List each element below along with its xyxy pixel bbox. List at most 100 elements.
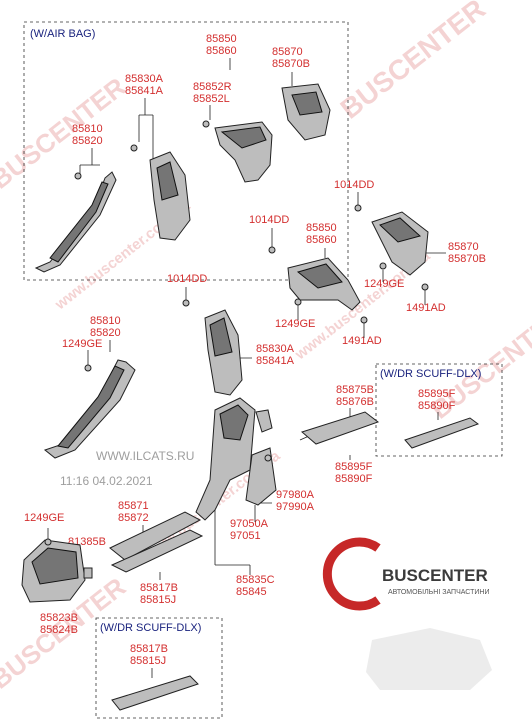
part-number[interactable]: 85895F [418,388,456,400]
part-number[interactable]: 1014DD [167,273,207,285]
airbag-group-frame [23,21,349,281]
pillar-trim-upper-shade [291,91,323,116]
mid-right-parts [185,192,446,338]
part-number[interactable]: 85810 [72,123,103,135]
front-scuff-plate [109,511,202,561]
screw-icon [379,262,387,270]
part-number[interactable]: 85845 [236,586,267,598]
part-number[interactable]: 85870B [272,58,310,70]
part-number[interactable]: 85841A [125,85,164,97]
fastener-icon [83,567,93,579]
part-number[interactable]: 85875B [336,384,374,396]
screw-icon [354,204,362,212]
part-number[interactable]: 85860 [206,45,237,57]
scuff-dlx-right-label: (W/DR SCUFF-DLX) [380,368,481,380]
part-number[interactable]: 85810 [90,315,121,327]
pillar-lower-cover [245,447,277,506]
timestamp-stamp: WWW.ILCATS.RU 11:16 04.02.2021 [60,449,194,488]
logo-ring-icon [322,537,381,611]
part-number[interactable]: 97980A [276,489,315,501]
airbag-group-label: (W/AIR BAG) [30,28,95,40]
part-number[interactable]: 97050A [230,518,269,530]
scuff-dlx-right-frame [375,363,503,457]
part-number[interactable]: 85815J [140,594,176,606]
screw-icon [44,538,52,546]
part-number[interactable]: 1249GE [24,512,64,524]
part-number[interactable]: 85820 [90,327,121,339]
part-number[interactable]: 85876B [336,396,374,408]
airbag-labels: 85850 85860 85870 85870B 85830A 85841A 8… [72,33,310,147]
clip-icon [421,283,429,291]
center-pillar-trim-shade [156,161,179,201]
kick-panel-shade [31,547,79,585]
pillar-trim-lower-shade [220,126,267,149]
airbag-group: (W/AIR BAG) [23,21,349,281]
scuff-dlx-bottom-label: (W/DR SCUFF-DLX) [100,622,201,634]
part-number[interactable]: 85852L [193,93,230,105]
part-number[interactable]: 85872 [118,512,149,524]
front-pillar-trim-shade [49,181,109,263]
center-lower-labels: 97980A 97990A 97050A 97051 85871 85872 1… [24,489,315,636]
logo-name: BUSCENTER [382,566,488,585]
part-number[interactable]: 85841A [256,355,295,367]
scuff-dlx-right-group: (W/DR SCUFF-DLX) 85895F 85890F [375,363,503,457]
part-number[interactable]: 85852R [193,81,232,93]
airbag-parts [34,58,331,273]
scuff-dlx-bottom-frame [95,617,223,719]
scuff-plate-dlx-front [111,675,199,711]
scuff-plate-rear [300,411,380,445]
part-number[interactable]: 85895F [335,461,373,473]
part-number[interactable]: 1249GE [62,338,102,350]
part-number[interactable]: 85830A [256,343,295,355]
screw-icon [84,364,92,372]
clip-icon [202,120,210,128]
center-pillar-trim-b-shade [209,317,233,357]
seat-belt-cover [255,409,273,433]
part-number[interactable]: 1014DD [334,179,374,191]
part-number[interactable]: 85871 [118,500,149,512]
screw-icon [268,246,276,254]
part-number[interactable]: 97990A [276,501,315,513]
part-number[interactable]: 85830A [125,73,164,85]
front-scuff-strip [110,529,204,573]
part-number[interactable]: 1491AD [342,335,382,347]
part-number[interactable]: 85817B [140,582,178,594]
clip-icon [74,172,82,180]
part-number[interactable]: 1249GE [364,278,404,290]
stamp-time: 11:16 04.02.2021 [60,474,153,488]
part-number[interactable]: 85850 [306,222,337,234]
part-number[interactable]: 85820 [72,135,103,147]
clip-icon [130,144,138,152]
part-number[interactable]: 1249GE [275,318,315,330]
center-lower-parts [21,397,277,603]
part-number[interactable]: 85850 [206,33,237,45]
pillar-trim-upper-b-shade [379,217,422,243]
center-right-labels: 85875B 85876B 85895F 85890F [299,384,380,485]
part-number[interactable]: 85890F [418,400,456,412]
part-number[interactable]: 97051 [230,530,261,542]
clip-icon [264,454,272,462]
part-number[interactable]: 85870B [448,253,486,265]
buscenter-logo: BUSCENTER АВТОМОБІЛЬНІ ЗАПЧАСТИНИ [322,537,492,690]
part-number[interactable]: 85860 [306,234,337,246]
part-number[interactable]: 85870 [448,241,479,253]
part-number[interactable]: 85890F [335,473,373,485]
stamp-site: WWW.ILCATS.RU [96,449,194,463]
clip-icon [360,316,368,324]
part-number[interactable]: 85815J [130,655,166,667]
van-silhouette-icon [366,628,492,690]
part-number[interactable]: 85835C [236,574,275,586]
part-number[interactable]: 1491AD [406,302,446,314]
part-number[interactable]: 85817B [130,643,168,655]
screw-icon [294,298,302,306]
scuff-dlx-bottom-group: (W/DR SCUFF-DLX) 85817B 85815J [95,617,223,719]
part-number[interactable]: 85824B [40,624,78,636]
watermark-buscenter: BUSCENTER [335,0,491,125]
logo-tagline: АВТОМОБІЛЬНІ ЗАПЧАСТИНИ [388,589,489,596]
front-pillar-trim-b-shade [57,365,125,449]
part-number[interactable]: 85870 [272,46,303,58]
part-number[interactable]: 85823B [40,612,78,624]
pillar-trim-lower-b-shade [296,263,343,289]
part-number[interactable]: 1014DD [249,214,289,226]
